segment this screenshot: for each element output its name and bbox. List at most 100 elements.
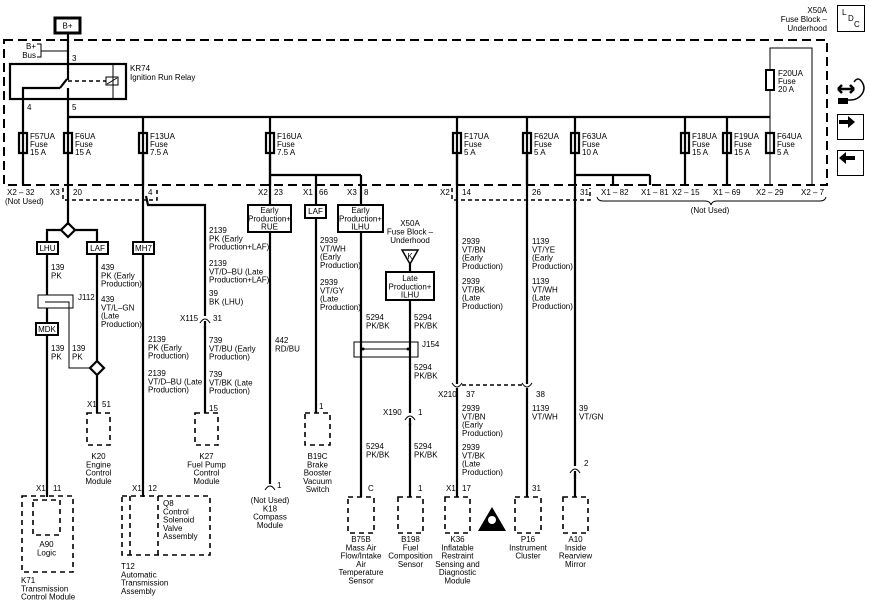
ldc-locator-icon[interactable]: L D C [837, 5, 865, 32]
pin-k18-p-text: 1 [277, 481, 282, 490]
fuse-label-f18-text: F18UA [692, 132, 718, 141]
wire-label-b198-5294-b-text: 5294 [414, 363, 432, 372]
component-label-a90-text: A90 [39, 540, 54, 549]
airbag-warning-icon-detail [488, 516, 496, 524]
wire-label-laf-439-early-text: Production) [101, 280, 142, 289]
relay-pin-3: 3 [72, 54, 77, 63]
splice-j112-label-text: J112 [78, 293, 95, 302]
pin-a90-p: 11 [53, 484, 62, 493]
pin-a90-x-text: X1 [36, 484, 46, 493]
wire-label-p16-1139-text: 1139 [532, 404, 550, 413]
pin-b19c-p-text: 1 [319, 402, 324, 411]
connector-k18 [264, 485, 276, 491]
wire-2139-k27 [144, 195, 207, 413]
pin-p-x1-69: X1 – 69 [713, 188, 741, 197]
component-label-b75b-text: Mass Air [346, 543, 377, 552]
pin-a90-x: X1 [36, 484, 46, 493]
option-rue-label-text: RUE [261, 223, 278, 232]
relay-pin-4-text: 4 [27, 103, 32, 112]
wire-label-k27-2139-early-text: 2139 [209, 226, 227, 235]
component-label-b75b-text: Air [356, 560, 366, 569]
x190-pin: 1 [418, 408, 423, 417]
component-label-k36-text: Sensing and [435, 560, 479, 569]
wire-label-b198-5294-a-text: 5294 [414, 313, 432, 322]
wire-label-a10-39-text: 39 [579, 404, 588, 413]
wire-label-k36-2939-early-bot-text: 2939 [462, 404, 480, 413]
pin-b198-p-text: 1 [418, 484, 423, 493]
option-mh7-label: MH7 [135, 244, 152, 253]
pin-b198-p: 1 [418, 484, 423, 493]
fuse-label-f19-text: 15 A [734, 148, 751, 157]
component-label-k20-text: K20 [91, 452, 106, 461]
wire-label-p16-1139-early-text: (Early [532, 254, 553, 263]
component-label-k36-text: Diagnostic [439, 568, 476, 577]
f63-branch [575, 173, 652, 185]
connector-a10 [569, 468, 581, 474]
pin-p-4: 4 [148, 188, 153, 197]
pin-t12-p: 12 [148, 484, 157, 493]
pin-p-x2-15-text: X2 – 15 [672, 188, 700, 197]
fuse-outline-f6 [62, 131, 74, 155]
wire-label-p16-1139-early-text: VT/YE [532, 245, 555, 254]
pin-k36-p: 17 [462, 484, 471, 493]
x115-pin: 31 [213, 314, 222, 323]
relay-label-text: KR74 [130, 64, 151, 73]
connector-swap-icon[interactable] [836, 74, 866, 110]
fuse-label-f63-text: 10 A [582, 148, 599, 157]
relay-switch-blade [59, 78, 68, 89]
component-k36 [444, 496, 471, 534]
option-laf2-label-text: LAF [308, 207, 323, 216]
bus-label: B+Bus [22, 42, 36, 60]
wire-label-mh7-2139-early-text: Production) [148, 352, 189, 361]
option-ilhu-early [337, 204, 384, 233]
fuse-label-f6-text: Fuse [75, 140, 93, 149]
relay-pin-3-text: 3 [72, 54, 77, 63]
swap-arrows-icon [837, 78, 865, 104]
component-label-b75b-text: B75B [351, 535, 371, 544]
next-page-button[interactable] [837, 114, 864, 140]
previous-page-button[interactable] [837, 150, 864, 176]
pin-k20-p-text: 51 [102, 400, 111, 409]
x190-pin-text: 1 [418, 408, 423, 417]
wire-label-a10-39-text: VT/GN [579, 412, 604, 421]
connector-x190 [404, 415, 416, 421]
pin-b19c-p: 1 [319, 402, 324, 411]
wire-label-laf-439-late-text: VT/L–GN [101, 303, 135, 312]
component-label-b19c-text: Booster [304, 469, 332, 478]
fuse-outline-f63 [569, 131, 581, 155]
pin-p-23-text: 23 [274, 188, 283, 197]
component-label-q8-text: Control [163, 507, 189, 516]
option-ilhu-late-label-text: Production+ [389, 282, 432, 291]
wire-label-b198-5294-b-text: PK/BK [414, 371, 438, 380]
wire-139-jumper [45, 301, 90, 369]
splice-j112 [37, 294, 74, 309]
pin-k36-p-text: 17 [462, 484, 471, 493]
pin-k18-p: 1 [277, 481, 282, 490]
pin-p-8-text: 8 [364, 188, 369, 197]
component-k20 [86, 412, 111, 446]
wire-label-laf-439-late-text: 439 [101, 295, 115, 304]
splice-j112-label: J112 [78, 293, 95, 302]
x210-pin-38-text: 38 [536, 390, 545, 399]
fuse-block-source-label-text: Fuse Block – [387, 228, 434, 237]
fuse-label-f64-text: Fuse [777, 140, 795, 149]
component-label-a10-text: A10 [568, 535, 583, 544]
bus-label-text: Bus [22, 51, 36, 60]
fuse-label-f57-text: 15 A [30, 148, 47, 157]
x190-label: X190 [383, 408, 402, 417]
fuse-label-f57-text: Fuse [30, 140, 48, 149]
